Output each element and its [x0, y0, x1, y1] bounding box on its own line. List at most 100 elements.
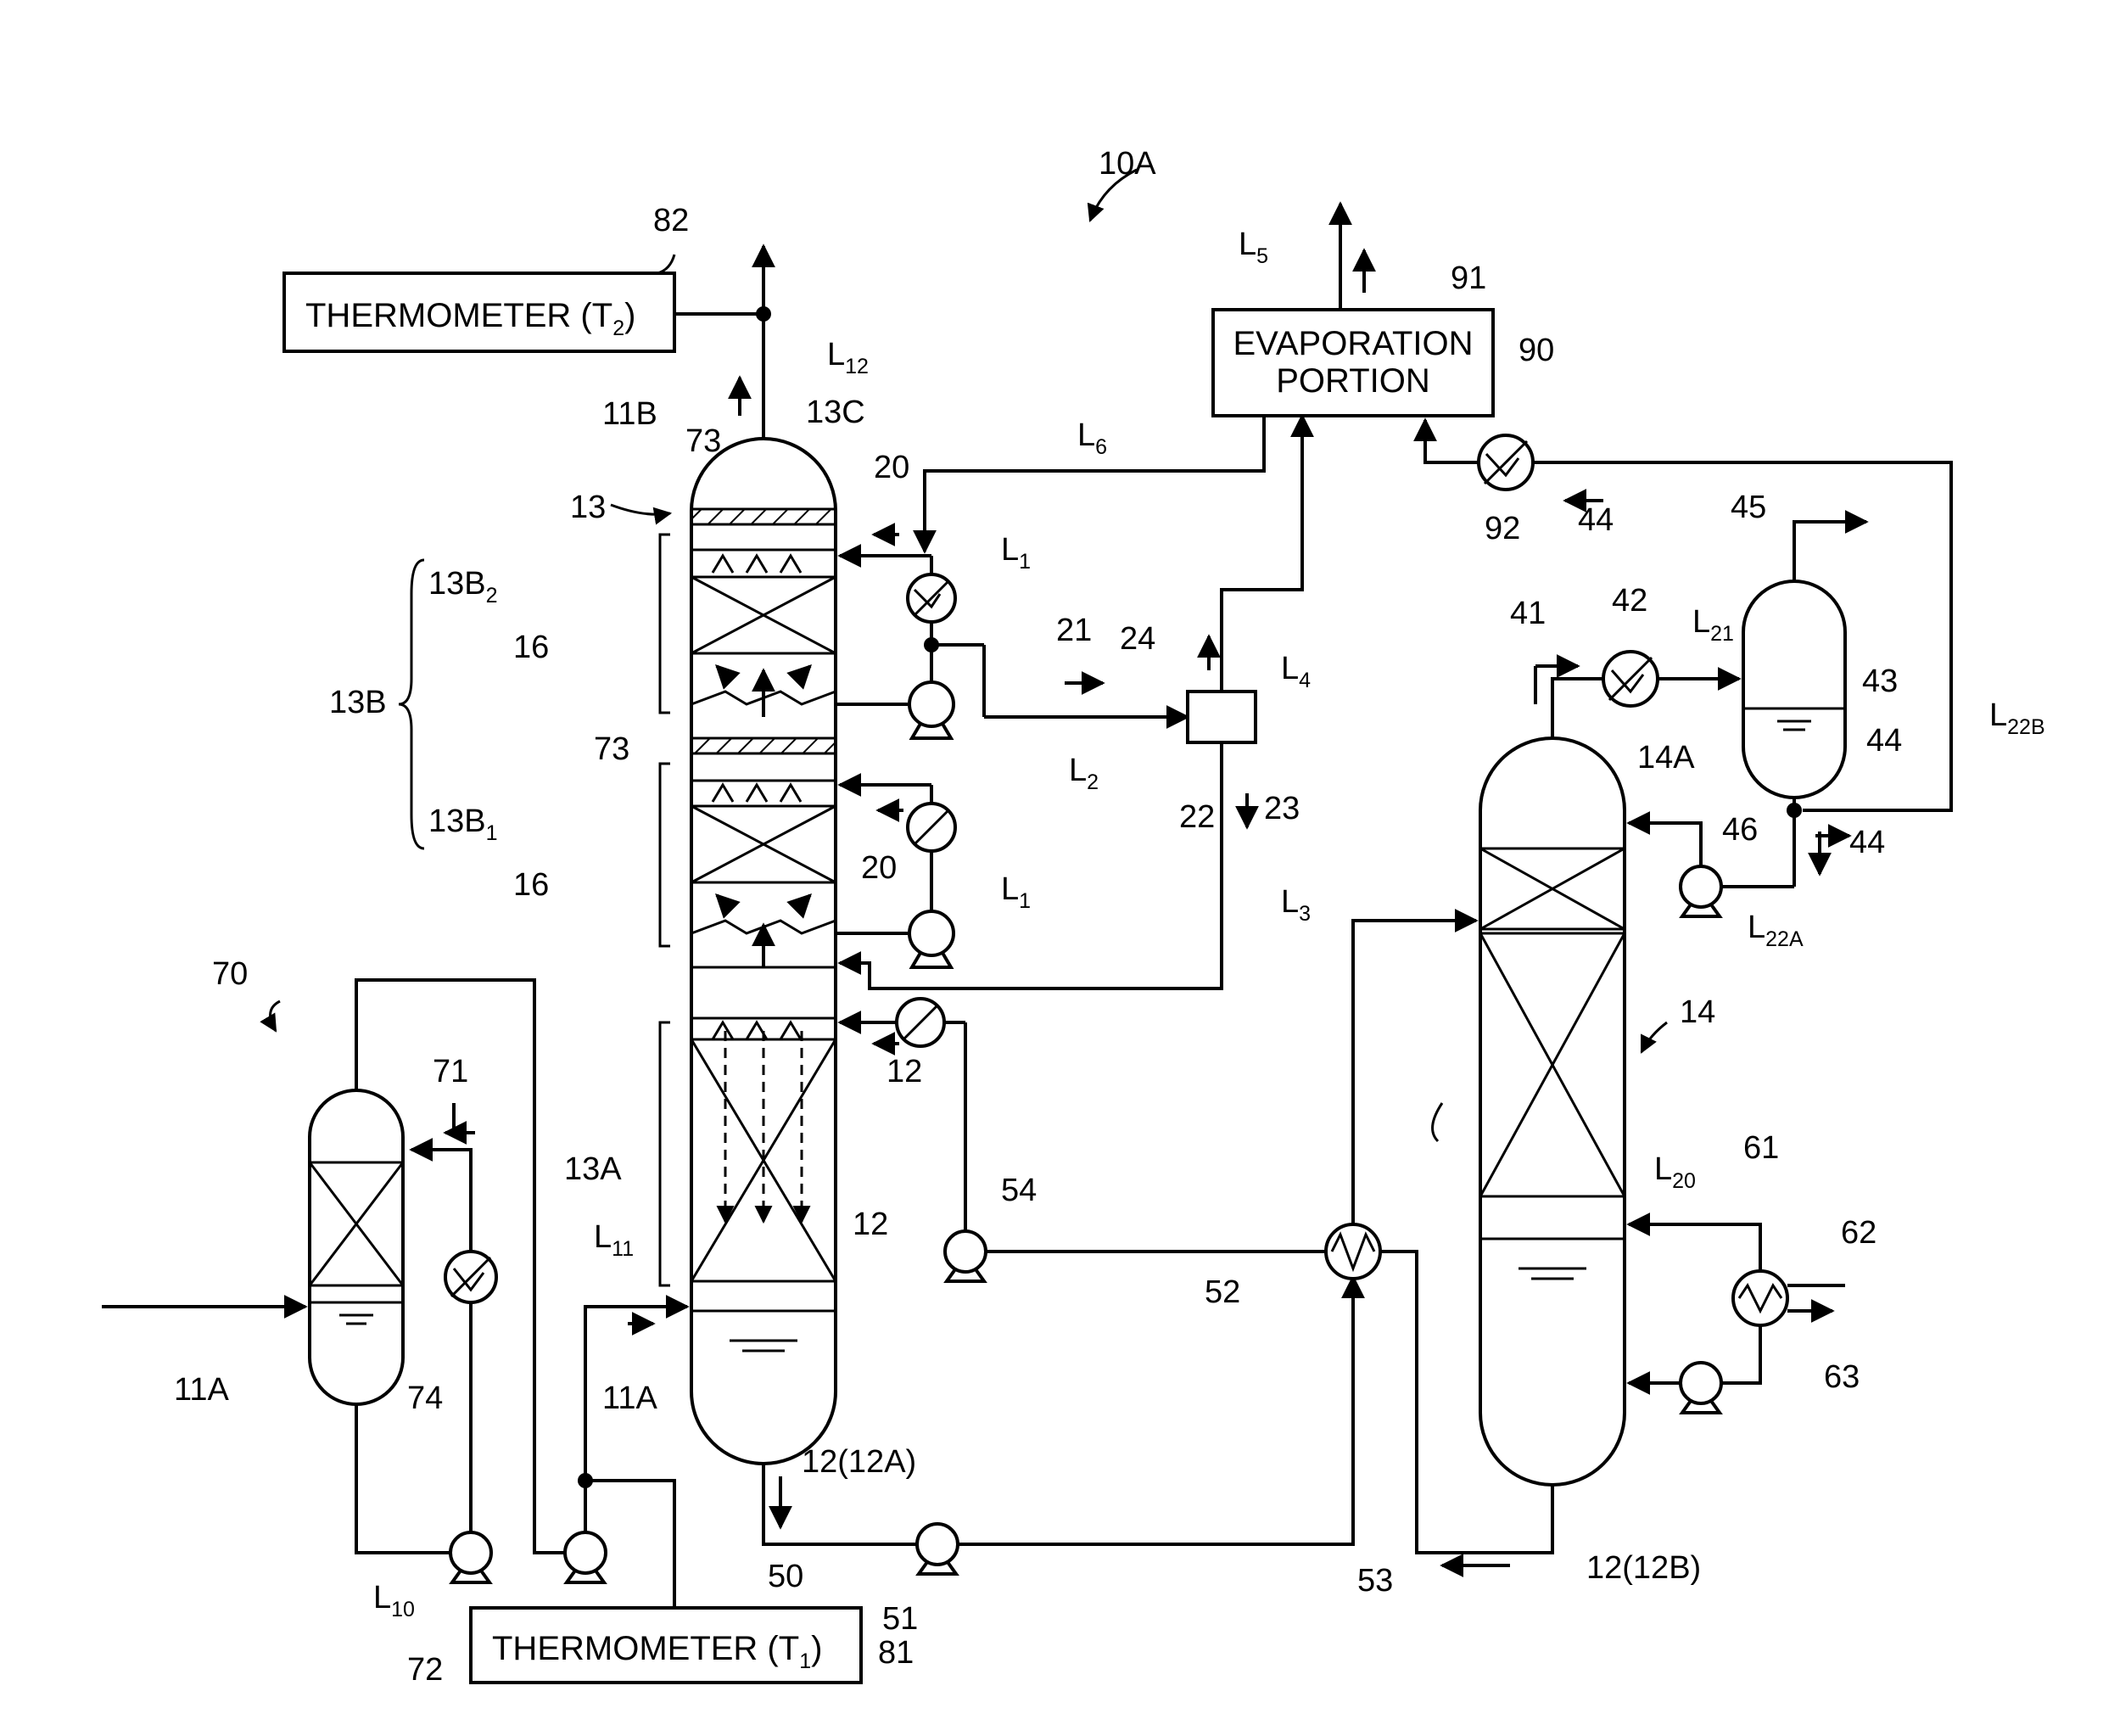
vent-45: [1794, 522, 1866, 581]
label-L20: L20: [1654, 1151, 1696, 1193]
label-44-top: 44: [1578, 502, 1614, 538]
label-12-in: 12: [887, 1054, 922, 1089]
line-L20: [1629, 1224, 1760, 1247]
label-13B2: 13B2: [428, 566, 498, 608]
label-22: 22: [1179, 799, 1215, 835]
feed-to-regenerator: [1353, 921, 1476, 1224]
label-L11: L11: [594, 1219, 634, 1261]
label-L21: L21: [1692, 604, 1734, 646]
label-42: 42: [1612, 583, 1647, 619]
label-21: 21: [1056, 613, 1092, 648]
label-L1-lower: L1: [1001, 871, 1031, 913]
thermometer-t1-box: THERMOMETER (T1): [471, 1608, 861, 1683]
label-L12: L12: [827, 337, 869, 378]
brace-13B: [399, 560, 424, 848]
label-16-top: 16: [513, 630, 549, 665]
label-51: 51: [882, 1601, 918, 1637]
label-13B: 13B: [329, 685, 387, 720]
label-46: 46: [1722, 812, 1758, 848]
line-L3: [840, 742, 1222, 988]
label-20-mid: 20: [861, 850, 897, 886]
label-71: 71: [433, 1054, 468, 1089]
line-L11: [585, 1307, 687, 1532]
label-41: 41: [1510, 596, 1546, 631]
absorption-column-13: [691, 439, 836, 1464]
label-92: 92: [1485, 511, 1520, 546]
label-L5: L5: [1239, 227, 1268, 268]
pump-51: [917, 1524, 958, 1565]
label-61: 61: [1743, 1130, 1779, 1166]
pump-upper: [909, 682, 954, 726]
label-73-mid: 73: [594, 731, 629, 767]
label-L2: L2: [1069, 753, 1099, 794]
label-12B: 12(12B): [1586, 1550, 1701, 1586]
label-L4: L4: [1281, 651, 1311, 692]
label-12-dashed: 12: [853, 1207, 888, 1242]
label-11A-right: 11A: [602, 1380, 657, 1416]
label-44-mid: 44: [1866, 723, 1902, 759]
label-13A: 13A: [564, 1151, 622, 1187]
label-L1-upper: L1: [1001, 532, 1031, 574]
label-10A: 10A: [1099, 146, 1156, 182]
demister-73-mid: [691, 738, 836, 753]
pump-46: [1681, 866, 1721, 907]
line-L10: [356, 1404, 450, 1553]
bracket-13A: [660, 1022, 670, 1285]
label-52: 52: [1205, 1274, 1240, 1310]
pump-reboiler: [1681, 1363, 1721, 1403]
thermometer-t2-box: THERMOMETER (T2): [284, 273, 674, 351]
thermometer-t2-sub: 2: [612, 316, 624, 340]
thermometer-t1-label: THERMOMETER (T: [492, 1630, 799, 1667]
label-L22B: L22B: [1989, 697, 2045, 739]
label-50: 50: [768, 1559, 803, 1594]
packing-13A: [691, 1018, 836, 1351]
label-72: 72: [407, 1652, 443, 1688]
reference-labels: 10A 82 11B 13C 73 13 20 13B2 16 13B 73 1…: [174, 146, 2045, 1688]
evaporation-line2: PORTION: [1276, 362, 1430, 400]
pump-lower: [909, 911, 954, 955]
svg-text:THERMOMETER (T2): THERMOMETER (T2): [305, 297, 635, 340]
overhead-line-41: [1552, 679, 1603, 738]
blower: [565, 1532, 606, 1573]
label-53: 53: [1357, 1563, 1393, 1599]
cooling-tower-70: [310, 1090, 403, 1404]
label-L6: L6: [1077, 417, 1107, 459]
chimney-tray-16-upper: [691, 666, 836, 717]
thermometer-t2-label: THERMOMETER (T: [305, 297, 612, 334]
packing-13B1: [691, 781, 836, 882]
rich-solution-line: [958, 1277, 1353, 1544]
separator-22: [1188, 692, 1256, 742]
svg-text:THERMOMETER (T1): THERMOMETER (T1): [492, 1630, 822, 1673]
regeneration-column-14: [1480, 738, 1625, 1485]
label-13: 13: [570, 490, 606, 525]
thermometer-t2-close: ): [624, 297, 635, 334]
label-13C: 13C: [806, 395, 865, 430]
label-16-mid: 16: [513, 867, 549, 903]
label-11A-left: 11A: [174, 1372, 229, 1408]
label-43: 43: [1862, 664, 1898, 699]
reflux-line: [1629, 823, 1701, 866]
evaporation-portion-box: EVAPORATION PORTION: [1213, 310, 1493, 416]
label-91: 91: [1451, 260, 1486, 296]
bracket-13B2: [660, 535, 670, 713]
thermometer-t1-close: ): [811, 1630, 822, 1667]
label-L10: L10: [373, 1580, 415, 1621]
label-70: 70: [212, 956, 248, 992]
packing-13B2: [691, 550, 836, 653]
label-14: 14: [1680, 994, 1715, 1030]
label-L3: L3: [1281, 884, 1311, 926]
pump-54: [945, 1231, 986, 1272]
label-54: 54: [1001, 1173, 1037, 1208]
demister-73-top: [691, 509, 836, 524]
heater-92-outlet: [1425, 420, 1479, 462]
label-11B: 11B: [602, 396, 657, 432]
label-82: 82: [653, 203, 689, 238]
evaporation-line1: EVAPORATION: [1233, 325, 1473, 362]
label-24: 24: [1120, 621, 1155, 657]
pump-72: [450, 1532, 491, 1573]
chimney-tray-16-lower: [691, 895, 836, 967]
label-23: 23: [1264, 791, 1300, 826]
label-12A: 12(12A): [802, 1444, 916, 1480]
label-74: 74: [407, 1380, 443, 1416]
